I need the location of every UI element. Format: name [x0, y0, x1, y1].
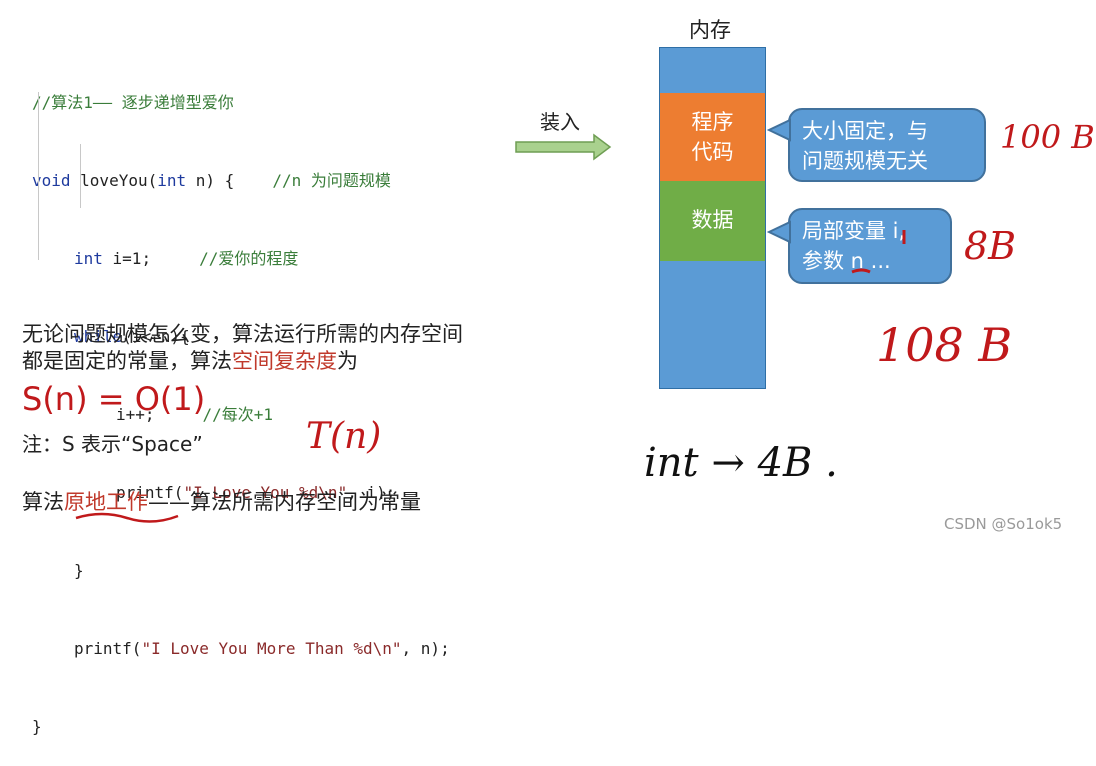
load-label: 装入: [540, 110, 580, 134]
indent-guide: [80, 144, 81, 208]
handwritten-108b: 108 B: [876, 318, 1013, 372]
code-keyword: while: [74, 327, 123, 346]
code-line-2: void loveYou(int n) { //n 为问题规模: [32, 168, 450, 194]
callout-text: 参数 n ...: [802, 249, 891, 273]
code-text: printf(: [74, 639, 142, 658]
code-text: , i);: [347, 483, 396, 502]
program-code-segment: 程序 代码: [660, 93, 765, 181]
callout-text: 局部变量 i,: [802, 219, 906, 243]
code-comment: //算法1—— 逐步递增型爱你: [32, 93, 234, 112]
formula: S(n) = O(1): [22, 380, 206, 418]
code-text: i=1;: [102, 249, 152, 268]
code-line-5: i++; //每次+1: [32, 402, 450, 428]
callout-pointer: [767, 118, 791, 142]
code-text: }: [74, 561, 84, 580]
underline-scribble: [75, 512, 179, 523]
explanation-line-1: 无论问题规模怎么变，算法运行所需的内存空间: [22, 322, 463, 346]
callout-text: 大小固定，与: [802, 119, 928, 143]
watermark: CSDN @So1ok5: [944, 515, 1063, 533]
code-line-3: int i=1; //爱你的程度: [32, 246, 450, 272]
code-line-1: //算法1—— 逐步递增型爱你: [32, 90, 450, 116]
handwritten-100b: 100 B: [1000, 118, 1095, 156]
explanation-line-2: 都是固定的常量，算法空间复杂度为: [22, 345, 358, 375]
highlight-in-place: 原地工作: [64, 490, 148, 514]
memory-title: 内存: [689, 18, 731, 42]
in-place-text: ——算法所需内存空间为常量: [148, 490, 421, 514]
in-place-line: 算法原地工作——算法所需内存空间为常量: [22, 486, 421, 516]
code-comment: //每次+1: [202, 405, 274, 424]
code-string: "I Love You More Than %d\n": [141, 639, 402, 658]
code-keyword: void: [32, 171, 71, 190]
note-text: 注：S 表示“Space”: [22, 432, 203, 456]
explanation-text: 为: [337, 349, 358, 373]
handwritten-8b: 8B: [964, 224, 1017, 268]
code-line-8: printf("I Love You More Than %d\n", n);: [32, 636, 450, 662]
code-text: printf(: [116, 483, 184, 502]
handwritten-int-4b: int → 4B .: [644, 440, 838, 486]
code-line-4: while(i<=n){: [32, 324, 450, 350]
load-arrow-icon: [515, 133, 612, 161]
memory-column: 程序 代码 数据: [659, 47, 766, 389]
code-line-6: printf("I Love You %d\n", i);: [32, 480, 450, 506]
marker-scribble: [851, 230, 906, 274]
code-text: loveYou(: [70, 171, 158, 190]
explanation-text: 都是固定的常量，算法: [22, 349, 232, 373]
code-comment: //爱你的程度: [199, 249, 299, 268]
callout-text: 问题规模无关: [802, 149, 928, 173]
code-text: i++;: [116, 405, 155, 424]
highlight-space-complexity: 空间复杂度: [232, 349, 337, 373]
code-line-7: }: [32, 558, 450, 584]
handwritten-tn: T(n): [306, 416, 382, 457]
code-text: n) {: [186, 171, 235, 190]
code-keyword: int: [74, 249, 103, 268]
code-comment: //n 为问题规模: [272, 171, 391, 190]
code-text: (i<=n){: [122, 327, 190, 346]
data-callout: 局部变量 i, 参数 n ...: [788, 208, 952, 284]
code-string: "I Love You %d\n": [183, 483, 348, 502]
in-place-text: 算法: [22, 490, 64, 514]
code-keyword: int: [157, 171, 187, 190]
code-text: , n);: [401, 639, 450, 658]
code-size-callout: 大小固定，与 问题规模无关: [788, 108, 986, 182]
code-text: }: [32, 717, 42, 736]
code-line-9: }: [32, 714, 450, 740]
indent-guide: [38, 92, 39, 260]
data-segment: 数据: [660, 181, 765, 261]
callout-pointer: [767, 220, 791, 244]
